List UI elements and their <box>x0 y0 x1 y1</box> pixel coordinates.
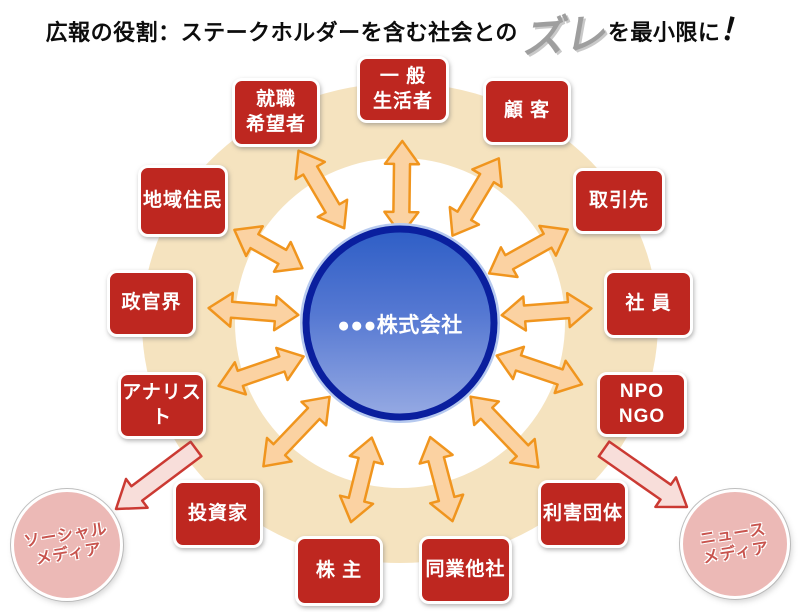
media-circle-label: ソーシャルメディア <box>22 520 109 569</box>
media-arrows-group <box>114 440 689 511</box>
double-arrow-shain <box>500 291 593 332</box>
title-exclamation: ！ <box>717 10 757 53</box>
double-arrow-ippan <box>383 139 421 237</box>
double-arrow-npo <box>495 345 584 395</box>
double-arrow-chiiki <box>233 225 304 273</box>
media-circle-news: ニュースメディア <box>680 489 790 599</box>
company-label: ●●●株式会社 <box>337 314 463 337</box>
company-circle <box>302 225 498 421</box>
double-arrow-toshika <box>262 395 331 468</box>
media-arrow-news <box>597 440 689 509</box>
media-circle-label: ニュースメディア <box>698 520 771 568</box>
double-arrow-kokyaku <box>448 157 503 237</box>
media-circle-social: ソーシャルメディア <box>11 489 123 601</box>
title-prefix: 広報の役割：ステークホルダーを含む社会との <box>45 20 518 45</box>
double-arrow-shushoku <box>294 149 349 230</box>
double-arrow-kabunushi <box>338 436 385 524</box>
title-highlight-zure: ズレ <box>519 9 607 62</box>
double-arrow-dogyo <box>418 435 465 523</box>
double-arrow-analyst <box>217 346 305 396</box>
title-suffix: を最小限に <box>607 20 721 45</box>
page-title: 広報の役割：ステークホルダーを含む社会とのズレを最小限に！ <box>0 6 799 62</box>
double-arrow-seikan <box>207 291 300 332</box>
arrows-group <box>207 139 593 524</box>
double-arrow-rigai <box>469 395 540 469</box>
double-arrow-torihiki <box>487 224 569 279</box>
media-arrow-social <box>114 440 203 511</box>
